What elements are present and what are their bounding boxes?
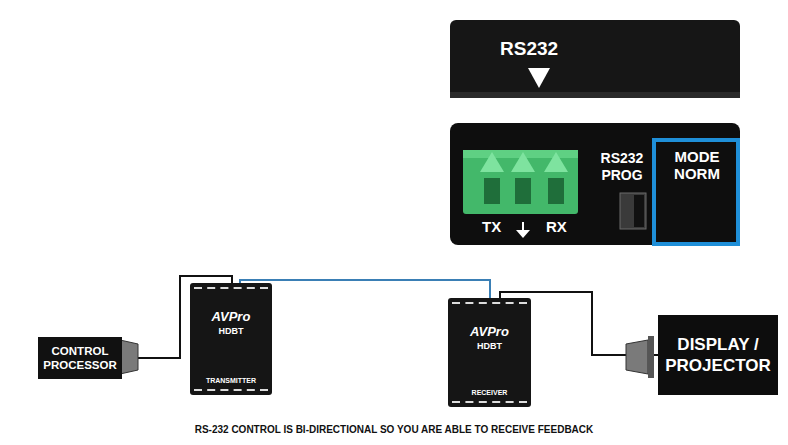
pin-name: RX bbox=[546, 218, 567, 235]
port-label: RS232 bbox=[500, 38, 558, 60]
extender-unit: AVProHDBT RECEIVER bbox=[448, 298, 531, 407]
cable-line bbox=[240, 280, 490, 298]
port-marking bbox=[207, 287, 215, 289]
extender-unit: AVProHDBT TRANSMITTER bbox=[190, 283, 272, 395]
wire-hole bbox=[515, 178, 531, 204]
switch-slider bbox=[634, 195, 644, 227]
wire-hole bbox=[548, 178, 564, 204]
port-marking bbox=[519, 401, 527, 403]
port-marking bbox=[492, 302, 500, 304]
unit-label: HDBT bbox=[219, 326, 244, 337]
port-marking bbox=[465, 401, 473, 403]
device-edge bbox=[450, 92, 740, 98]
device-photo bbox=[450, 20, 740, 98]
ground-symbol bbox=[516, 230, 530, 238]
unit-label: TRANSMITTER bbox=[206, 376, 256, 385]
screw-head bbox=[480, 152, 504, 172]
wire-hole bbox=[484, 178, 500, 204]
port-marking bbox=[465, 302, 473, 304]
port-marking bbox=[519, 302, 527, 304]
slide-switch bbox=[620, 193, 646, 229]
caption: RS-232 CONTROL IS BI-DIRECTIONAL SO YOU … bbox=[0, 424, 788, 435]
port-marking bbox=[247, 389, 255, 391]
port-marking bbox=[234, 287, 242, 289]
port-label: RS232 PROG bbox=[594, 150, 650, 184]
port-marking bbox=[452, 302, 460, 304]
unit-label: AVPro bbox=[212, 309, 251, 324]
device-name: CONTROL PROCESSOR bbox=[42, 344, 118, 372]
pin-name: TX bbox=[482, 218, 501, 235]
port-marking bbox=[220, 287, 228, 289]
port-triangle bbox=[528, 68, 550, 88]
db9-connector bbox=[626, 340, 648, 374]
port-marking bbox=[247, 287, 255, 289]
port-marking bbox=[207, 389, 215, 391]
port-marking bbox=[479, 302, 487, 304]
port-marking bbox=[220, 389, 228, 391]
port-marking bbox=[194, 287, 202, 289]
db9-connector bbox=[120, 340, 138, 374]
screw-head bbox=[511, 152, 535, 172]
port-marking bbox=[452, 401, 460, 403]
device-name: DISPLAY / PROJECTOR bbox=[664, 334, 772, 376]
cable bbox=[240, 280, 490, 298]
port-marking bbox=[506, 302, 514, 304]
port-marking bbox=[234, 389, 242, 391]
port-marking bbox=[506, 401, 514, 403]
device-box: CONTROL PROCESSOR bbox=[38, 337, 122, 379]
terminal-block bbox=[463, 150, 578, 214]
switch-label: MODE NORM bbox=[666, 148, 728, 182]
port-marking bbox=[479, 401, 487, 403]
port-marking bbox=[260, 287, 268, 289]
device-photo bbox=[450, 123, 740, 245]
port-marking bbox=[492, 401, 500, 403]
db9-flange bbox=[648, 336, 654, 378]
port-marking bbox=[260, 389, 268, 391]
port-marking bbox=[194, 389, 202, 391]
unit-label: HDBT bbox=[477, 341, 502, 352]
screw-head bbox=[544, 152, 568, 172]
highlight-frame bbox=[654, 140, 738, 244]
unit-label: RECEIVER bbox=[472, 388, 508, 397]
unit-label: AVPro bbox=[470, 324, 509, 339]
device-box: DISPLAY / PROJECTOR bbox=[658, 315, 778, 395]
